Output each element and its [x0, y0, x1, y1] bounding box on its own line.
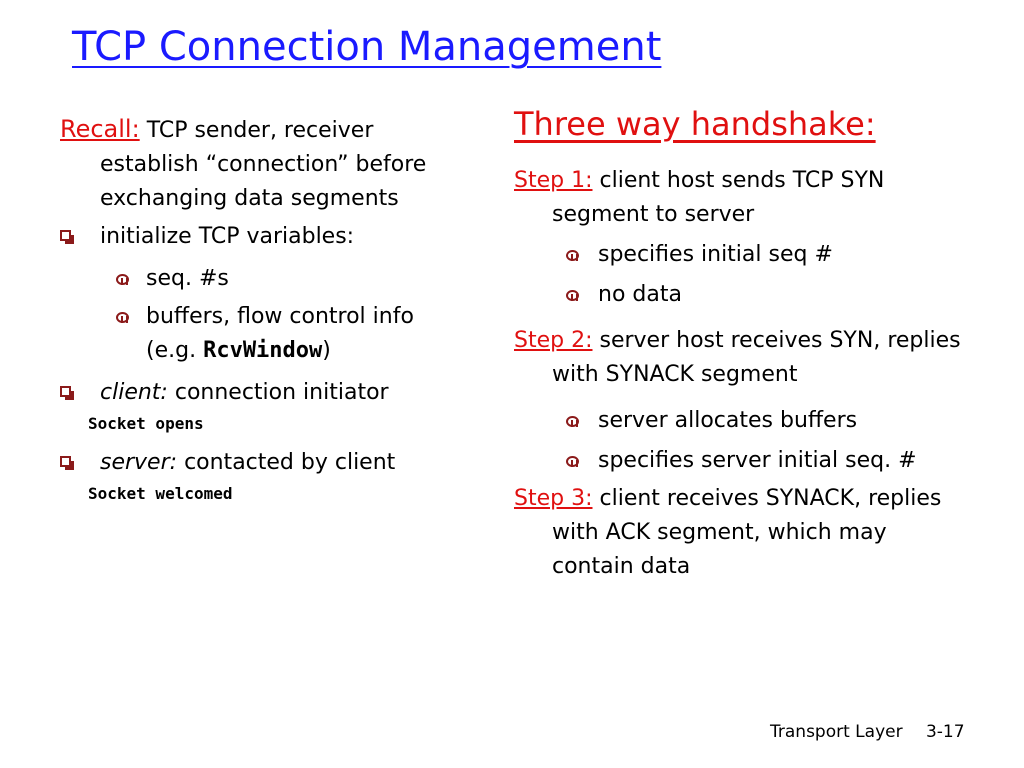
circle-bullet-icon — [566, 290, 579, 301]
client-text: connection initiator — [174, 380, 389, 405]
rcvwindow-code: RcvWindow — [203, 338, 323, 363]
step2-paragraph: Step 2: server host receives SYN, replie… — [514, 324, 964, 392]
server-code: Socket welcomed — [88, 484, 233, 503]
bullet-client: client: connection initiator — [60, 376, 470, 410]
square-bullet-icon — [60, 386, 74, 400]
square-bullet-icon — [60, 456, 74, 470]
recall-text: TCP sender, receiver establish “connecti… — [100, 118, 427, 211]
step2-sub2-text: specifies server initial seq. # — [598, 448, 917, 473]
step1-label: Step 1: — [514, 168, 593, 193]
recall-paragraph: Recall: TCP sender, receiver establish “… — [60, 112, 470, 216]
square-bullet-icon — [60, 230, 74, 244]
handshake-heading: Three way handshake: — [514, 105, 876, 143]
circle-bullet-icon — [116, 274, 129, 285]
step2-sub1-text: server allocates buffers — [598, 408, 858, 433]
bullet-init-variables: initialize TCP variables: — [60, 220, 470, 254]
step3-paragraph: Step 3: client receives SYNACK, replies … — [514, 482, 964, 584]
sub-bullet-buffers: buffers, flow control info (e.g. RcvWind… — [60, 300, 470, 368]
page-number: 3-17 — [925, 722, 965, 742]
sub-buffers-text: buffers, flow control info (e.g. — [146, 304, 414, 363]
client-label: client: — [100, 380, 168, 405]
circle-bullet-icon — [566, 456, 579, 467]
step3-label: Step 3: — [514, 486, 593, 511]
step2-sub1: server allocates buffers — [514, 404, 964, 438]
circle-bullet-icon — [566, 250, 579, 261]
circle-bullet-icon — [566, 416, 579, 427]
sub-bullet-seq: seq. #s — [60, 262, 470, 296]
step1-sub2-text: no data — [598, 282, 682, 307]
step2-label: Step 2: — [514, 328, 593, 353]
sub-seq-text: seq. #s — [146, 266, 229, 291]
footer-label: Transport Layer — [770, 722, 903, 742]
bullet-server: server: contacted by client — [60, 446, 470, 480]
bullet-init-text: initialize TCP variables: — [100, 224, 355, 249]
server-text: contacted by client — [184, 450, 396, 475]
step1-sub2: no data — [514, 278, 964, 312]
slide-title: TCP Connection Management — [72, 24, 662, 70]
server-label: server: — [100, 450, 178, 475]
step1-sub1-text: specifies initial seq # — [598, 242, 833, 267]
left-column: Recall: TCP sender, receiver establish “… — [60, 112, 470, 508]
step2-sub2: specifies server initial seq. # — [514, 444, 964, 478]
recall-label: Recall: — [60, 115, 140, 143]
circle-bullet-icon — [116, 312, 129, 323]
sub-buffers-close: ) — [322, 338, 331, 363]
step1-paragraph: Step 1: client host sends TCP SYN segmen… — [514, 164, 964, 232]
slide-footer: Transport Layer 3-17 — [770, 722, 965, 742]
step2-text: server host receives SYN, replies with S… — [552, 328, 961, 387]
right-column: Three way handshake: Step 1: client host… — [514, 104, 964, 584]
client-code: Socket opens — [88, 414, 204, 433]
step1-text: client host sends TCP SYN segment to ser… — [552, 168, 885, 227]
step3-text: client receives SYNACK, replies with ACK… — [552, 486, 942, 579]
step1-sub1: specifies initial seq # — [514, 238, 964, 272]
